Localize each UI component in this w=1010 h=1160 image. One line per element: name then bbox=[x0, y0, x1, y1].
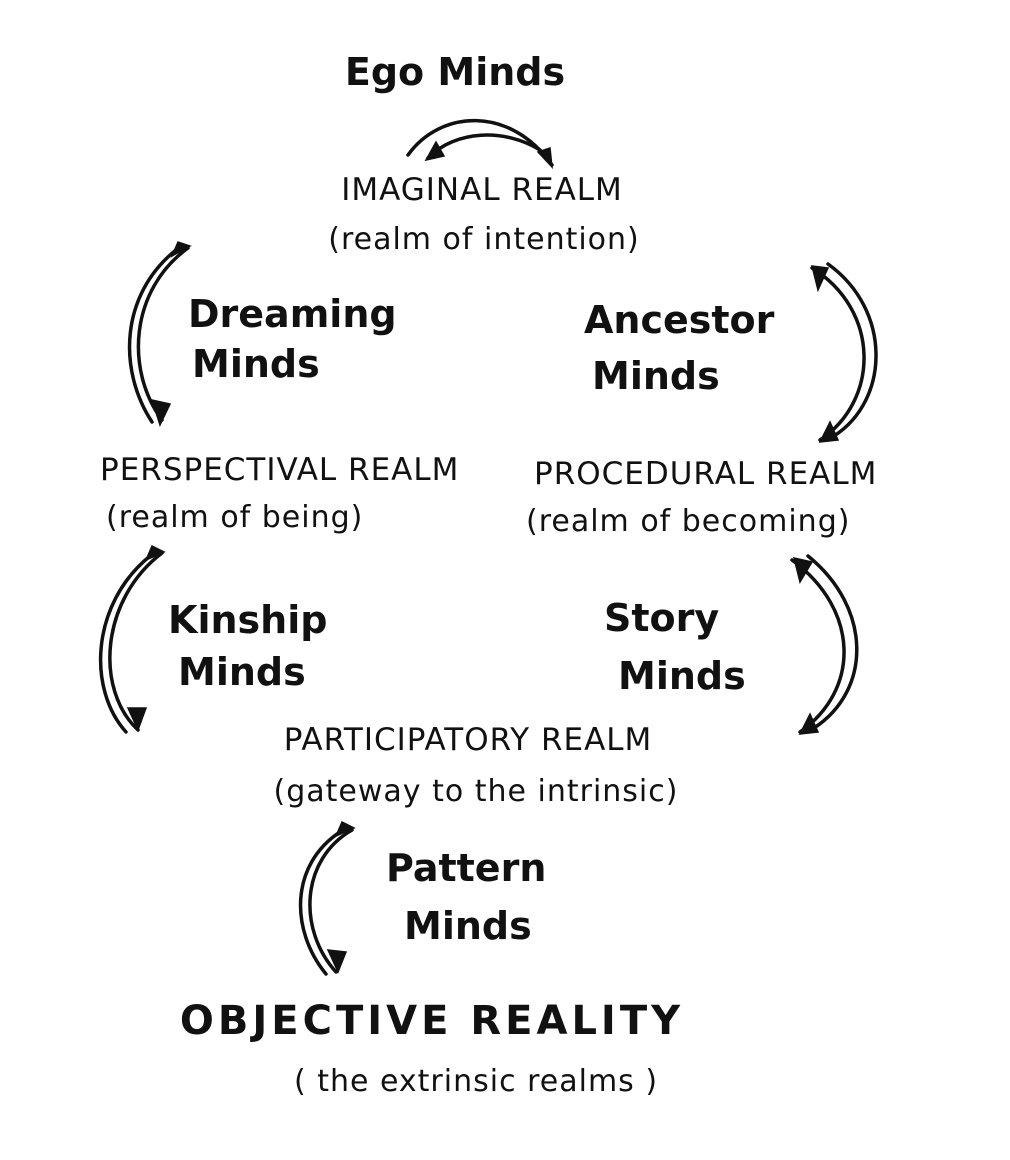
ancestor-minds-line1: Ancestor bbox=[584, 298, 775, 342]
kinship-minds-line2: Minds bbox=[178, 650, 306, 694]
kinship-arrow bbox=[99, 544, 166, 734]
participatory-realm-subtitle: (gateway to the intrinsic) bbox=[273, 774, 679, 809]
procedural-realm-subtitle: (realm of becoming) bbox=[526, 504, 851, 539]
ancestor-minds-line2: Minds bbox=[592, 354, 720, 398]
ancestor-arrow bbox=[810, 262, 878, 443]
perspectival-realm-title: PERSPECTIVAL REALM bbox=[100, 452, 460, 488]
objective-reality-title: OBJECTIVE REALITY bbox=[179, 998, 685, 1044]
pattern-minds-line1: Pattern bbox=[386, 846, 547, 890]
imaginal-realm-subtitle: (realm of intention) bbox=[328, 222, 640, 257]
participatory-realm-title: PARTICIPATORY REALM bbox=[283, 722, 653, 758]
dreaming-arrow bbox=[127, 241, 192, 428]
pattern-minds-line2: Minds bbox=[404, 904, 532, 948]
objective-reality-subtitle: ( the extrinsic realms ) bbox=[293, 1064, 659, 1099]
story-arrow bbox=[790, 554, 859, 735]
story-minds-line1: Story bbox=[604, 596, 720, 640]
perspectival-realm-subtitle: (realm of being) bbox=[106, 500, 364, 535]
kinship-minds-line1: Kinship bbox=[168, 598, 328, 642]
ego-minds-label: Ego Minds bbox=[344, 50, 566, 94]
dreaming-minds-line2: Minds bbox=[192, 342, 320, 386]
ego-loop-arrow bbox=[406, 118, 554, 170]
imaginal-realm-title: IMAGINAL REALM bbox=[341, 172, 623, 208]
pattern-arrow bbox=[298, 820, 356, 976]
dreaming-minds-line1: Dreaming bbox=[188, 292, 397, 336]
story-minds-line2: Minds bbox=[618, 654, 746, 698]
procedural-realm-title: PROCEDURAL REALM bbox=[534, 456, 878, 492]
